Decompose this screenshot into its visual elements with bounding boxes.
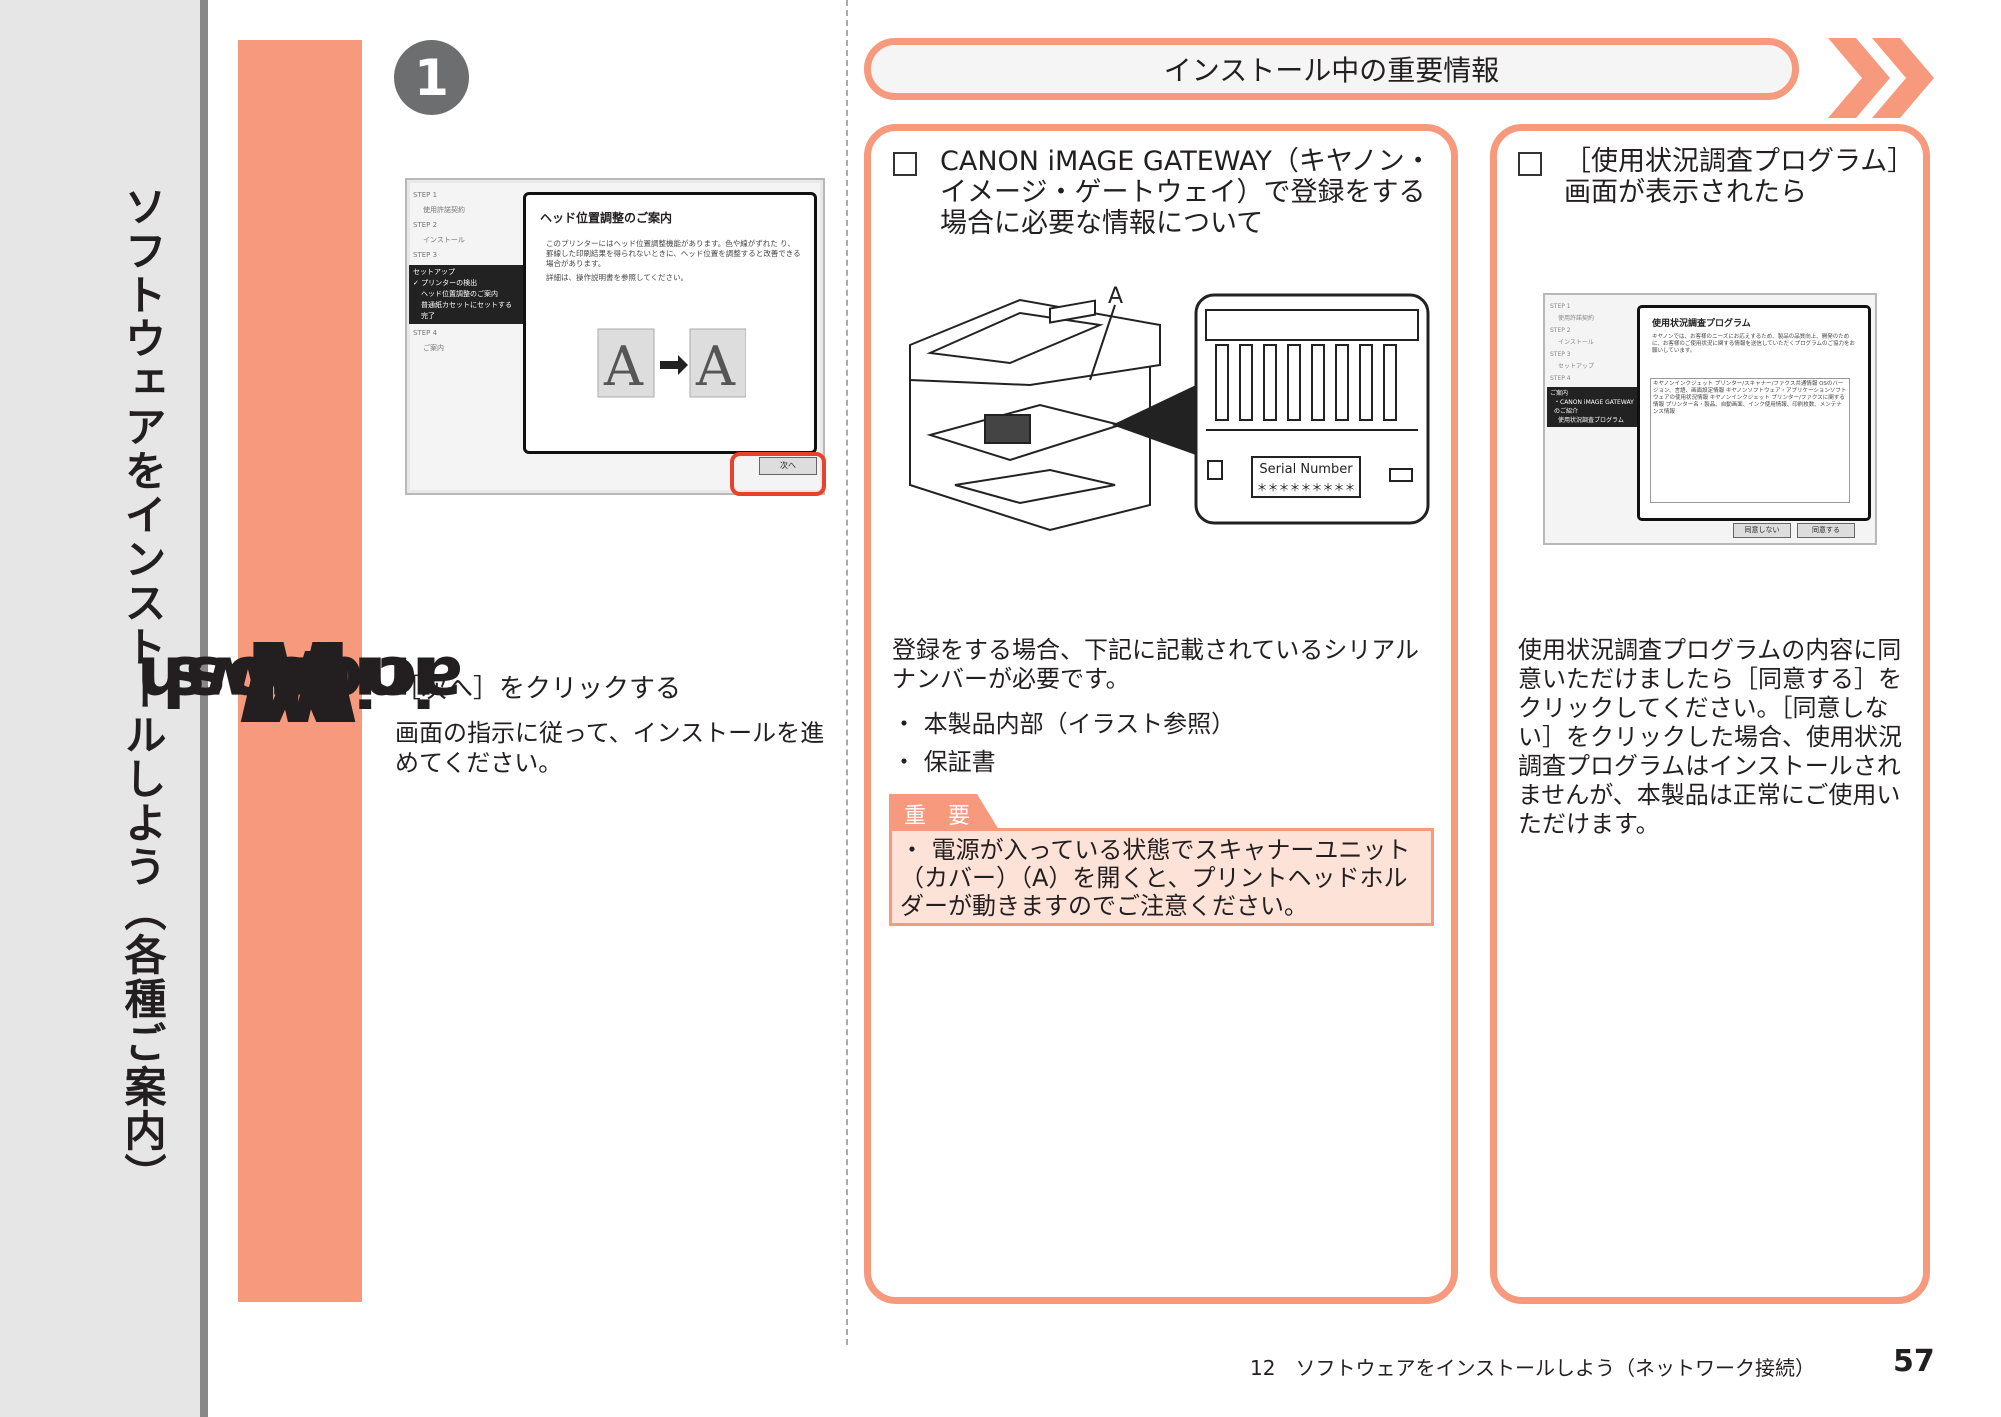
step-label: セットアップ [1558, 363, 1595, 370]
important-box [889, 828, 1434, 926]
window-text: キヤノンでは、お客様のニーズにお応えするため、製品の品質向上、開発のために、お客… [1652, 334, 1856, 354]
step-heading: ［次へ］をクリックする [395, 674, 682, 704]
important-tab [889, 794, 999, 830]
next-button-highlight [730, 452, 826, 496]
window-title: ヘッド位置調整のご案内 [540, 211, 673, 225]
step-label: 使用状況調査プログラム [1558, 417, 1624, 424]
continue-arrows-icon [1828, 38, 1934, 118]
survey-program-note: 使用状況調査プログラムの内容に同意いただけましたら［同意する］をクリックしてくだ… [1518, 636, 1902, 838]
installer-steps: STEP 1 使用許諾契約 STEP 2 インストール STEP 3 セットアッ… [409, 188, 527, 356]
header-title: インストール中の重要情報 [1163, 54, 1500, 87]
installer-steps: STEP 1 使用許諾契約 STEP 2 インストール STEP 3 セットアッ… [1547, 301, 1643, 429]
step-label: ご案内 [423, 344, 444, 352]
important-text: ・ 電源が入っている状態でスキャナーユニット（カバー）（A）を開くと、プリントヘ… [900, 836, 1411, 920]
step-label: 普通紙カセットにセットする [421, 301, 512, 309]
window-paragraph: 詳細は、操作説明書を参照してください。 [546, 273, 689, 282]
bullet-item: ・ 保証書 [892, 748, 996, 776]
step-label: 使用許諾契約 [1558, 315, 1595, 322]
window-paragraph: このプリンターにはヘッド位置調整機能があります。色や線がずれた り、罫線した印刷… [546, 239, 801, 268]
installer-window: ヘッド位置調整のご案内 このプリンターにはヘッド位置調整機能があります。色や線が… [523, 192, 817, 454]
alignment-illustration: A A [597, 328, 746, 398]
step-label: インストール [423, 236, 465, 244]
callout-a-label: A [1108, 285, 1123, 309]
window-title: 使用状況調査プログラム [1652, 319, 1751, 329]
survey-program-screenshot: STEP 1 使用許諾契約 STEP 2 インストール STEP 3 セットアッ… [1543, 293, 1877, 545]
step-label: ご案内 [1550, 390, 1569, 397]
step-number: 1 [394, 40, 469, 115]
next-button[interactable]: 次へ [759, 457, 817, 475]
footer-section: 12 ソフトウェアをインストールしよう（ネットワーク接続） [1250, 1356, 1816, 1380]
step-label: STEP 2 [1550, 327, 1571, 334]
svg-text:A: A [695, 335, 736, 398]
step-label: ・CANON iMAGE GATEWAY のご紹介 [1554, 399, 1634, 415]
step-label: STEP 4 [1550, 375, 1571, 382]
checkbox [893, 152, 917, 176]
important-label: 重 要 [904, 804, 971, 829]
step-label: STEP 1 [1550, 303, 1571, 310]
registration-note: 登録をする場合、下記に記載されているシリアルナンバーが必要です。 [892, 636, 1420, 693]
svg-text:A: A [603, 335, 644, 398]
step-label: STEP 3 [1550, 351, 1571, 358]
step-label: STEP 3 [413, 251, 438, 259]
header-pill [864, 38, 1799, 100]
checkbox [1518, 152, 1542, 176]
step-label: STEP 1 [413, 191, 438, 199]
step-label: 完了 [421, 312, 435, 320]
side-band-rule [200, 0, 208, 1417]
serial-number-label: Serial Number [1259, 462, 1353, 477]
window-text: このプリンターにはヘッド位置調整機能があります。色や線がずれた り、罫線した印刷… [546, 239, 801, 283]
step-instruction: 画面の指示に従って、インストールを進めてください。 [395, 719, 825, 777]
step-label: ✓ プリンターの検出 [413, 279, 478, 287]
step-label: STEP 2 [413, 221, 438, 229]
decline-button[interactable]: 同意しない [1733, 523, 1791, 538]
os-bar [238, 40, 362, 1302]
step-label: インストール [1558, 339, 1594, 346]
step-label: セットアップ [413, 268, 455, 276]
bullet-item: ・ 本製品内部（イラスト参照） [892, 710, 1236, 738]
survey-info-list: キヤノンインクジェット プリンター/スキャナー/ファクス共通情報 OSのバージョ… [1650, 378, 1850, 503]
column-divider [846, 0, 848, 1345]
head-alignment-screenshot: STEP 1 使用許諾契約 STEP 2 インストール STEP 3 セットアッ… [405, 178, 825, 495]
selected-step-block: ご案内 ・CANON iMAGE GATEWAY のご紹介 使用状況調査プログラ… [1547, 387, 1643, 427]
serial-number-mask: ＊＊＊＊＊＊＊＊＊ [1257, 481, 1356, 494]
step-label: STEP 4 [413, 329, 438, 337]
panel-title: ［使用状況調査プログラム］画面が表示されたら [1564, 146, 1901, 208]
chapter-title: ソフトウェアをインストールしよう（各種ご案内） [118, 185, 167, 1197]
printer-illustration: A Serial Number ＊＊＊＊＊＊＊＊＊ [909, 285, 1430, 532]
agree-button[interactable]: 同意する [1797, 523, 1855, 538]
panel-title: CANON iMAGE GATEWAY（キヤノン・イメージ・ゲートウェイ）で登録… [940, 146, 1432, 239]
side-band [0, 0, 200, 1417]
step-label: ヘッド位置調整のご案内 [421, 290, 498, 298]
page-number: 57 [1893, 1344, 1935, 1379]
step-label: 使用許諾契約 [423, 206, 465, 214]
installer-window: 使用状況調査プログラム キヤノンでは、お客様のニーズにお応えするため、製品の品質… [1637, 305, 1871, 521]
selected-step-block: セットアップ ✓ プリンターの検出 ヘッド位置調整のご案内 普通紙カセットにセッ… [409, 265, 527, 324]
